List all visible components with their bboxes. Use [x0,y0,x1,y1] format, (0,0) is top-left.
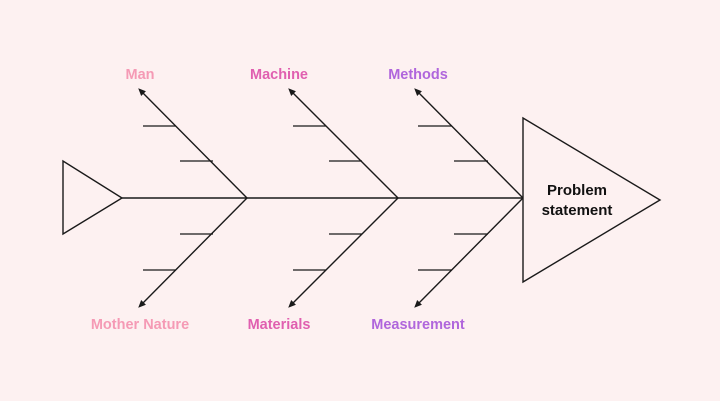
category-label-mother-nature: Mother Nature [91,317,189,333]
fish-head [522,116,662,284]
category-label-methods: Methods [388,67,448,83]
category-label-materials: Materials [248,317,311,333]
bone-man [138,88,248,199]
bone-materials [288,197,399,308]
bone-methods [414,88,524,199]
bone-machine [288,88,399,199]
problem-statement-line-1: Problem [547,182,607,199]
bone-measurement [414,197,524,308]
category-label-measurement: Measurement [371,317,465,333]
category-label-man: Man [126,67,155,83]
problem-statement-line-2: statement [542,202,613,219]
fish-tail [62,159,124,236]
bone-mother-nature [138,197,248,308]
category-label-machine: Machine [250,67,308,83]
